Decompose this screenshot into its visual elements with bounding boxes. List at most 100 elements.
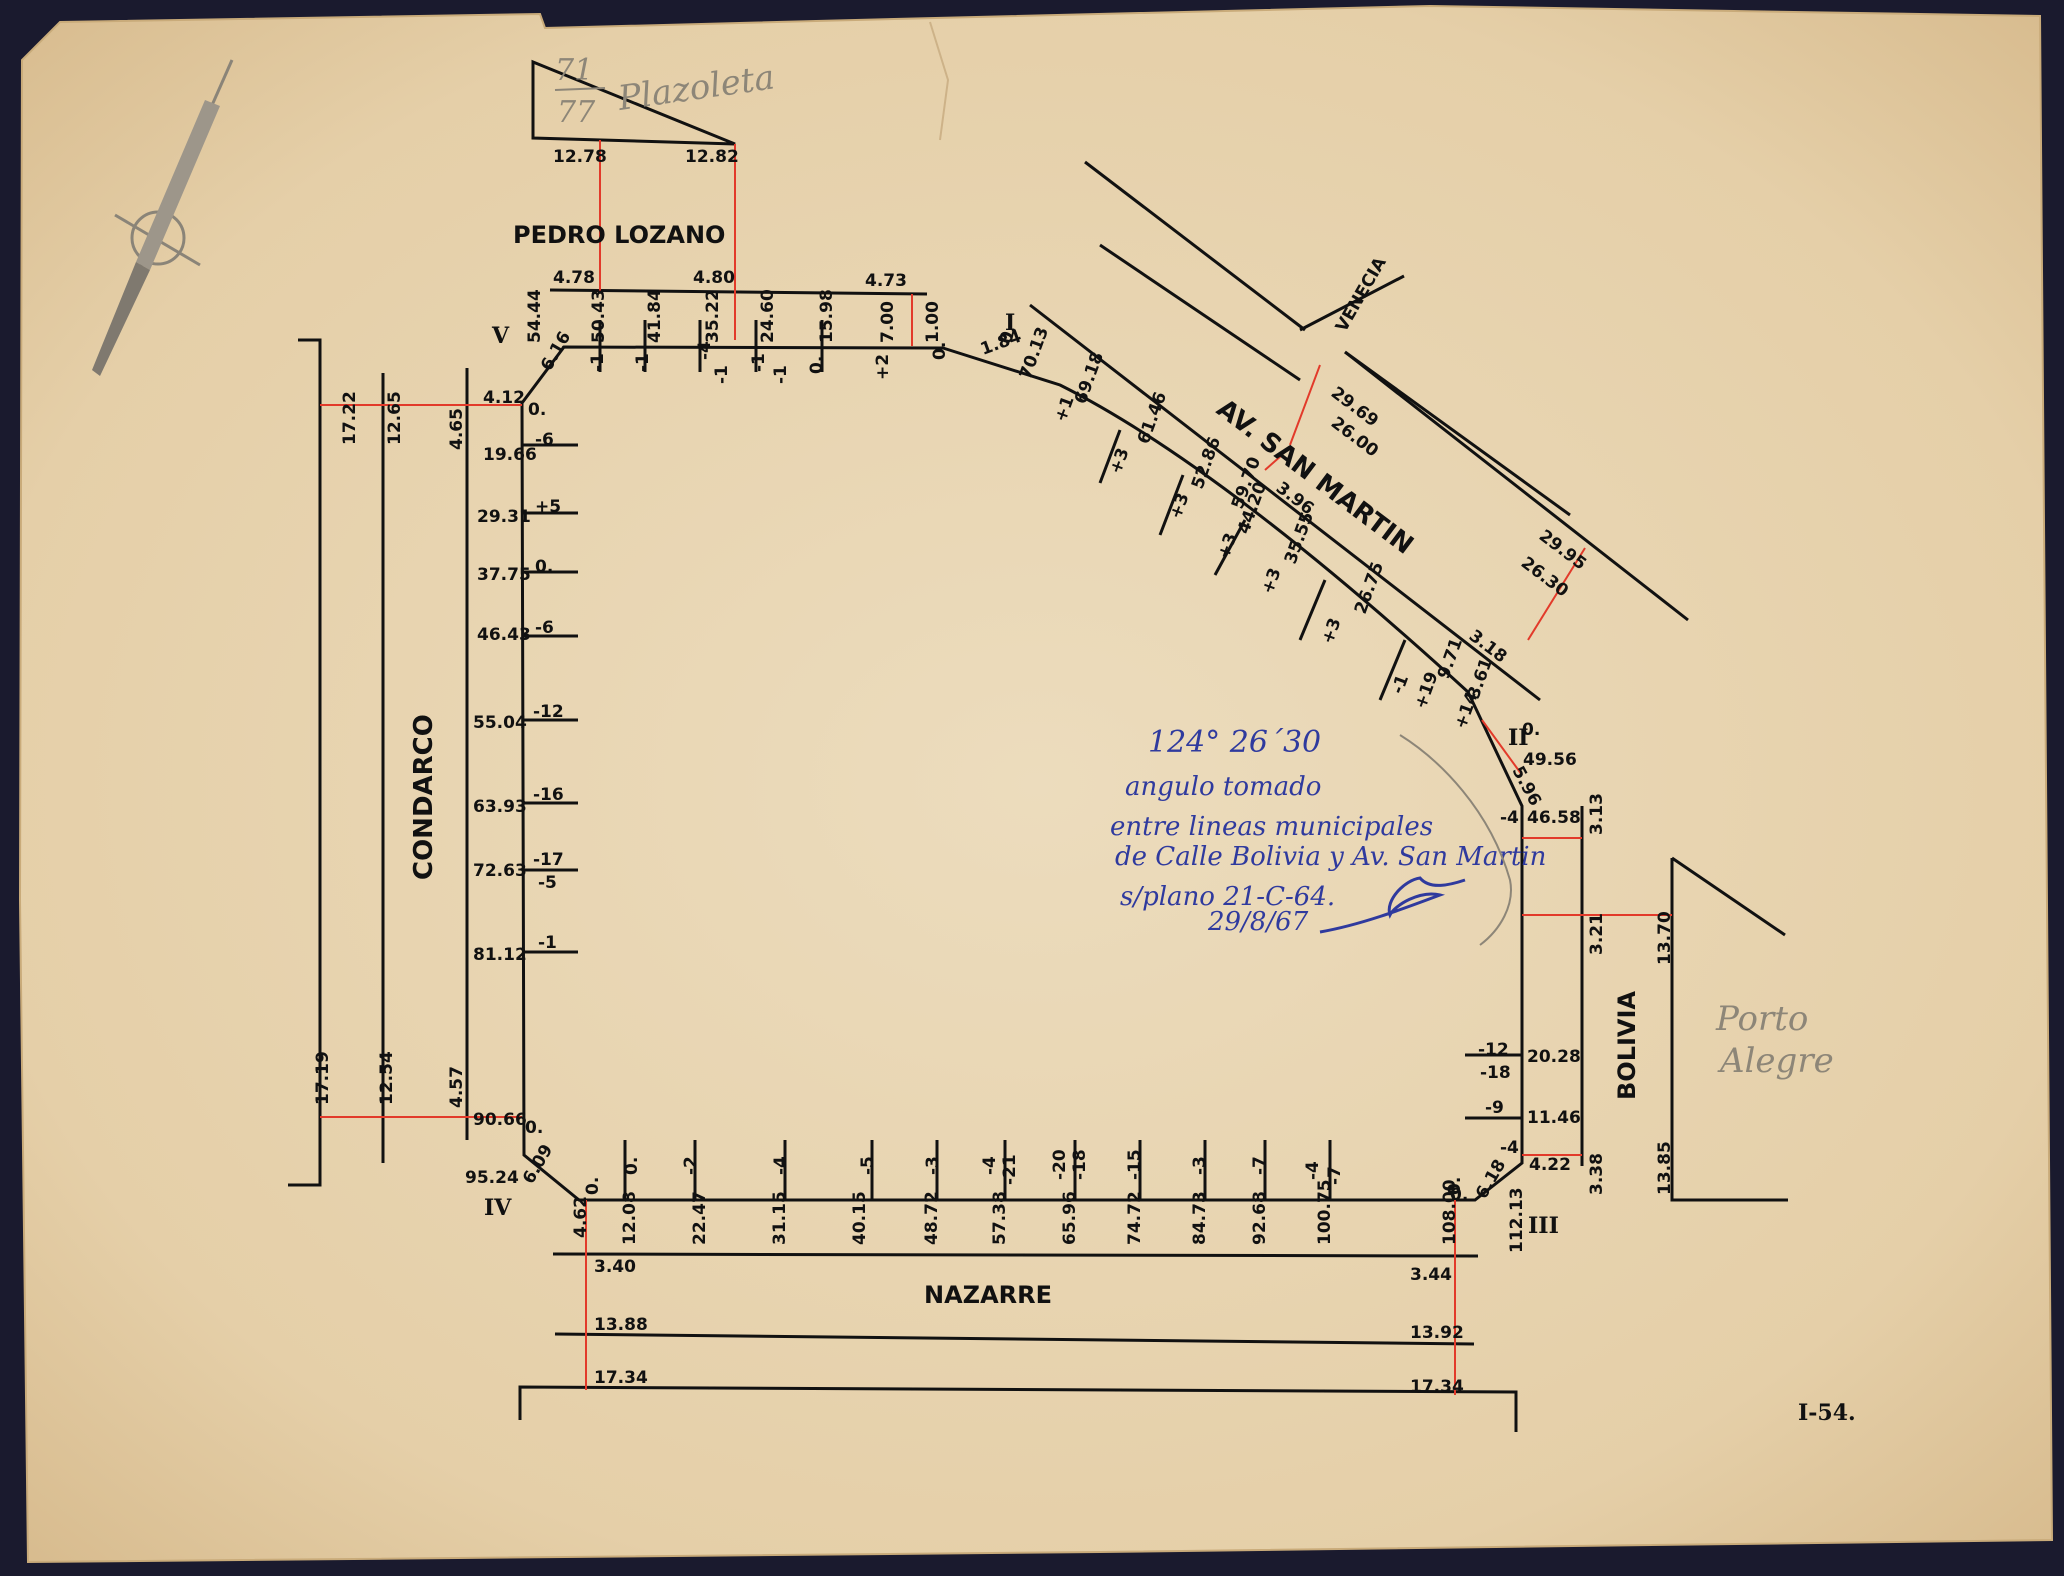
left-offset-top: 4.65 [447, 408, 467, 450]
right-offset: 13.85 [1655, 1141, 1675, 1195]
bottom-level: 0. [1445, 1177, 1465, 1195]
street-condarco: CONDARCO [409, 714, 439, 880]
property-boundary [520, 345, 1524, 1202]
top-level: -4 [695, 341, 715, 360]
top-distance: 41.84 [645, 289, 665, 343]
left-level: -1 [538, 933, 557, 953]
left-distance: 95.24 [465, 1168, 519, 1188]
note-line-1: angulo tomado [1125, 772, 1321, 802]
bottom-level: -7 [1250, 1156, 1270, 1175]
top-level: +2 [873, 354, 893, 380]
paper [18, 4, 2054, 1564]
top-level: -1 [712, 365, 732, 384]
right-distance: 46.58 [1527, 808, 1581, 828]
bottom-distance: 92.68 [1250, 1191, 1270, 1245]
tick-marks [522, 320, 1522, 1200]
bottom-width-right: 13.92 [1410, 1323, 1464, 1343]
top-distance: 50.43 [589, 289, 609, 343]
left-distance: 29.31 [477, 507, 531, 527]
street-nazarre: NAZARRE [924, 1281, 1052, 1309]
note-line-3: de Calle Bolivia y Av. San Martin [1115, 842, 1546, 872]
left-level: +5 [535, 497, 561, 517]
top-level: -1 [771, 365, 791, 384]
bottom-level: -4 [771, 1156, 791, 1175]
top-level: 0. [930, 342, 950, 360]
sheet-reference: I-54. [1798, 1400, 1856, 1426]
left-distance: 19.66 [483, 445, 537, 465]
street-pedro-lozano: PEDRO LOZANO [513, 221, 725, 249]
bottom-distance: 112.13 [1507, 1187, 1527, 1253]
top-distance: 35.22 [703, 289, 723, 343]
pedro-lozano-width-1: 4.78 [553, 268, 595, 288]
bottom-distance: 57.38 [990, 1191, 1010, 1245]
paper-fold [929, 21, 950, 141]
bottom-distance: 100.75 [1315, 1179, 1335, 1245]
top-level: -1 [749, 353, 769, 372]
north-arrow-icon [92, 59, 234, 376]
triangle-offset-2: 12.82 [685, 147, 739, 167]
left-offset-bottom: 12.54 [377, 1051, 397, 1105]
pencil-alegre: Alegre [1717, 1041, 1834, 1081]
street-lines [288, 160, 1788, 1432]
left-level: -12 [533, 702, 564, 722]
left-distance: 4.12 [483, 388, 525, 408]
right-level: -4 [1500, 1138, 1519, 1158]
left-offset-bottom: 4.57 [447, 1066, 467, 1108]
bottom-distance: 48.72 [922, 1191, 942, 1245]
right-distance: 11.46 [1527, 1108, 1581, 1128]
top-level: -1 [588, 353, 608, 372]
fraction-bar [554, 87, 606, 91]
right-offset: 3.21 [1587, 913, 1607, 955]
left-level: -17 [533, 850, 564, 870]
bottom-width-right: 3.44 [1410, 1265, 1452, 1285]
corner-v: V [491, 323, 510, 349]
left-distance: 90.66 [473, 1110, 527, 1130]
bottom-level: -18 [1070, 1149, 1090, 1180]
right-level: -9 [1485, 1098, 1504, 1118]
right-level: -18 [1480, 1063, 1511, 1083]
left-distance: 37.75 [477, 565, 531, 585]
top-level: 0. [807, 356, 827, 374]
left-distance: 72.63 [473, 861, 527, 881]
left-offset-bottom: 17.19 [313, 1051, 333, 1105]
right-level: -12 [1478, 1040, 1509, 1060]
bottom-level: -3 [923, 1156, 943, 1175]
left-distance: 55.04 [473, 713, 527, 733]
bottom-level: -15 [1125, 1149, 1145, 1180]
left-distance: 63.93 [473, 797, 527, 817]
bottom-distance: 22.47 [690, 1191, 710, 1245]
bottom-level: -4 [980, 1156, 1000, 1175]
left-level: -5 [538, 873, 557, 893]
right-level: -4 [1500, 808, 1519, 828]
right-level: 0. [1450, 1185, 1468, 1205]
bottom-level: -7 [1325, 1166, 1345, 1185]
left-level: -16 [533, 785, 564, 805]
top-distance: 15.98 [817, 289, 837, 343]
note-line-4: s/plano 21-C-64. [1120, 882, 1335, 912]
bottom-level: 0. [622, 1157, 642, 1175]
bottom-level: -21 [1000, 1154, 1020, 1185]
pencil-fraction-bottom: 77 [557, 95, 596, 130]
left-distance: 46.43 [477, 625, 531, 645]
pedro-lozano-width-2: 4.80 [693, 268, 735, 288]
bottom-distance: 84.73 [1190, 1191, 1210, 1245]
bottom-width-left: 13.88 [594, 1315, 648, 1335]
note-date: 29/8/67 [1207, 907, 1309, 937]
bottom-level: -2 [681, 1156, 701, 1175]
top-level: -1 [633, 353, 653, 372]
pencil-porto: Porto [1715, 999, 1808, 1039]
top-distance: 24.60 [758, 289, 778, 343]
bottom-distance: 31.15 [770, 1191, 790, 1245]
bottom-width-right: 17.34 [1410, 1377, 1464, 1397]
left-level: -6 [535, 618, 554, 638]
bottom-level: -3 [1190, 1156, 1210, 1175]
corner-iv: IV [484, 1195, 512, 1221]
top-distance: 54.44 [525, 289, 545, 343]
left-offset-top: 12.65 [385, 391, 405, 445]
bottom-distance: 108.00 [1440, 1179, 1460, 1245]
corner-i: I [1005, 310, 1015, 336]
street-bolivia: BOLIVIA [1613, 991, 1641, 1100]
right-offset: 3.38 [1587, 1153, 1607, 1195]
